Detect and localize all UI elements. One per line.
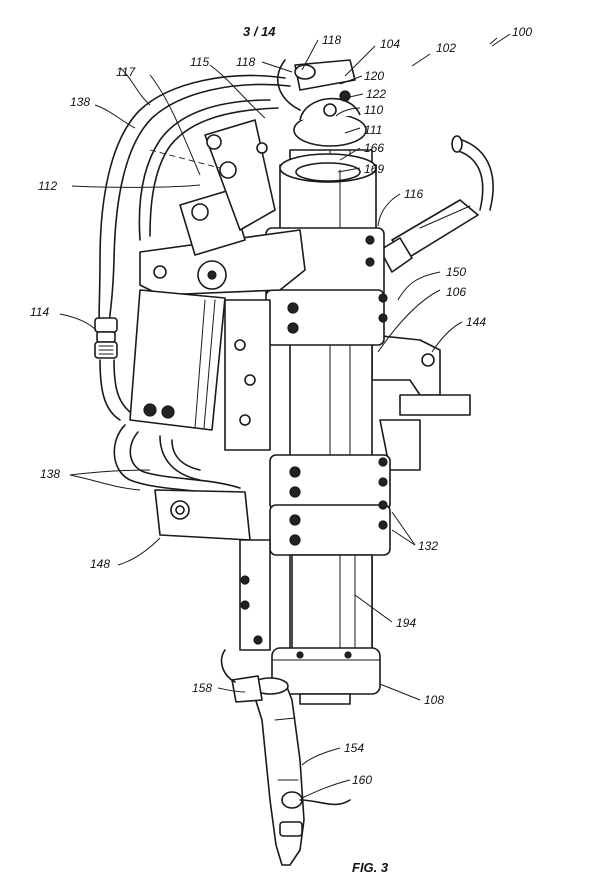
- ref-114: 114: [30, 305, 49, 319]
- ref-138-bottom: 138: [40, 467, 60, 481]
- centerline: [149, 149, 221, 169]
- ref-100: 100: [512, 25, 532, 39]
- clamp-collars: [265, 227, 391, 556]
- ref-120: 120: [364, 69, 384, 83]
- hose-fitting: [94, 317, 118, 359]
- lever-assembly: [139, 119, 306, 296]
- mounting-bracket: [154, 489, 271, 651]
- ref-108: 108: [424, 693, 444, 707]
- ref-194: 194: [396, 616, 416, 630]
- ref-102: 102: [436, 41, 456, 55]
- ref-132: 132: [418, 539, 438, 553]
- top-sensor: [276, 59, 367, 147]
- right-bracket: [371, 334, 471, 471]
- ref-158: 158: [192, 681, 212, 695]
- ref-106: 106: [446, 285, 466, 299]
- ref-144: 144: [466, 315, 486, 329]
- ref-112: 112: [38, 179, 57, 193]
- side-cylinder: [379, 199, 479, 273]
- ref-148: 148: [90, 557, 110, 571]
- ref-160: 160: [352, 773, 372, 787]
- ref-104: 104: [380, 37, 400, 51]
- sheet-number: 3 / 14: [243, 24, 276, 39]
- actuator-cylinder: [129, 289, 271, 451]
- ref-150: 150: [446, 265, 466, 279]
- ref-118-mid: 118: [236, 55, 255, 69]
- ref-122: 122: [366, 87, 386, 101]
- ref-169: 169: [364, 162, 384, 176]
- reference-numerals: 100 102 104 118 118 115 117 120 122 110 …: [30, 25, 532, 787]
- ref-116: 116: [404, 187, 423, 201]
- ref-115: 115: [190, 55, 209, 69]
- lower-tube: [271, 554, 381, 705]
- ref-117: 117: [116, 65, 136, 79]
- ref-118-top: 118: [322, 33, 341, 47]
- leader-lines: [59, 33, 511, 799]
- ref-138-top: 138: [70, 95, 90, 109]
- figure-label: FIG. 3: [352, 860, 389, 875]
- ref-166: 166: [364, 141, 384, 155]
- ref-154: 154: [344, 741, 364, 755]
- nozzle: [220, 649, 351, 866]
- curved-pipe: [451, 135, 494, 211]
- ref-110: 110: [364, 103, 383, 117]
- hose-bundle: [98, 74, 291, 501]
- ref-111: 111: [364, 123, 382, 137]
